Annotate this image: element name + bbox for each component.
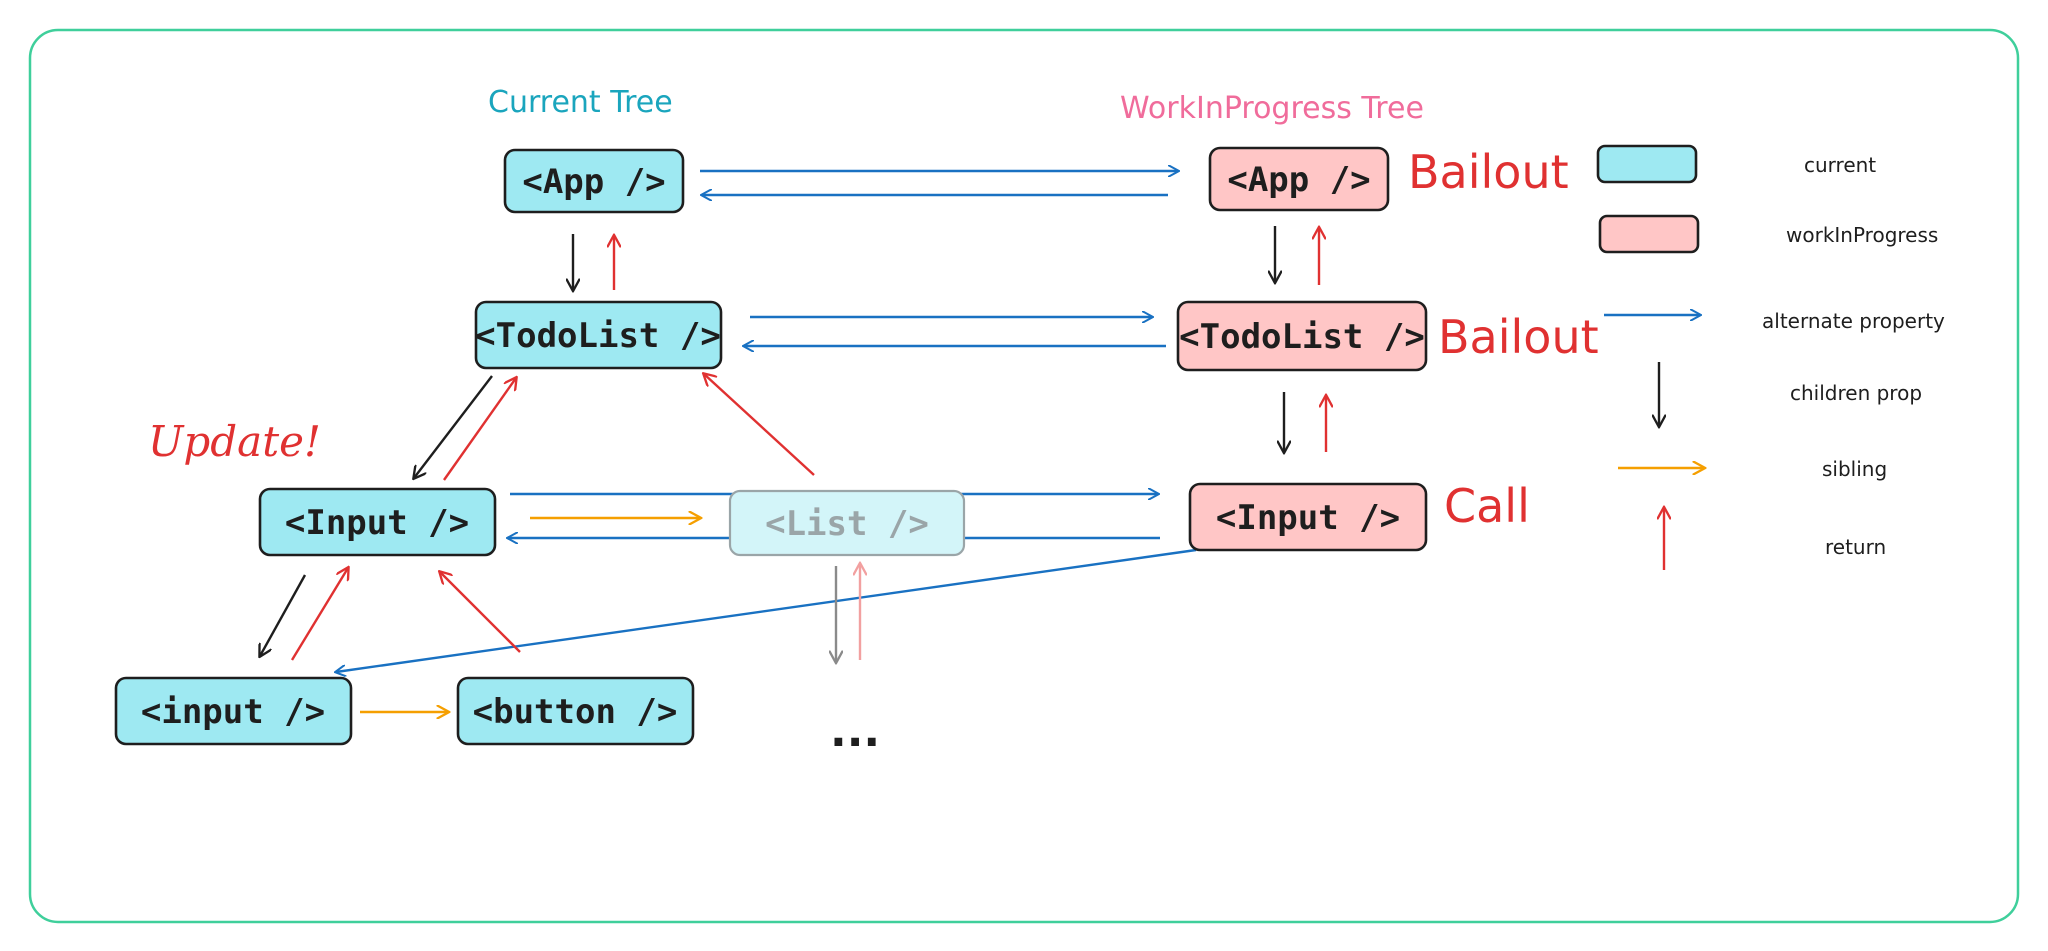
legend-current-label: current: [1804, 153, 1876, 177]
wip-tree-title: WorkInProgress Tree: [1120, 91, 1424, 126]
diagram-frame: [28, 28, 2020, 924]
legend-children-label: children prop: [1790, 381, 1922, 405]
current-todolist-label: <TodoList />: [475, 316, 721, 356]
legend-current-swatch: [1596, 144, 1698, 184]
current-app-label: <App />: [522, 162, 665, 202]
more-children-ellipsis: ...: [830, 706, 880, 757]
return-arrow-list-todolist: [704, 374, 815, 476]
alternate-arrow-wip-input-to-input-element: [336, 548, 1197, 672]
current-list-label: <List />: [765, 504, 929, 544]
legend-return-label: return: [1825, 535, 1886, 559]
current-tree-title: Current Tree: [488, 85, 673, 120]
current-todolist-node: <TodoList />: [474, 300, 723, 370]
current-input-element-node: <input />: [114, 676, 353, 746]
legend: current workInProgress alternate propert…: [1596, 144, 1945, 570]
wip-input-component-node: <Input />: [1188, 482, 1428, 552]
legend-alternate-label: alternate property: [1762, 309, 1945, 333]
status-input-call: Call: [1444, 479, 1530, 533]
current-list-node-ghost: <List />: [728, 489, 966, 557]
child-arrow-input-inputelement: [260, 574, 307, 656]
legend-sibling-label: sibling: [1822, 457, 1887, 481]
wip-todolist-node: <TodoList />: [1176, 300, 1428, 372]
current-input-element-label: <input />: [141, 692, 325, 732]
current-app-node: <App />: [503, 148, 685, 214]
current-input-component-label: <Input />: [285, 503, 469, 543]
wip-input-component-label: <Input />: [1216, 498, 1400, 538]
return-arrow-button-input: [440, 572, 521, 653]
wip-app-label: <App />: [1227, 160, 1370, 200]
status-todolist-bailout: Bailout: [1438, 310, 1599, 364]
return-arrow-inputelement-input: [290, 568, 348, 661]
legend-wip-label: workInProgress: [1786, 223, 1938, 247]
child-arrow-todolist-input: [414, 375, 493, 478]
legend-wip-swatch: [1598, 214, 1700, 254]
current-input-component-node: <Input />: [258, 487, 497, 557]
wip-todolist-label: <TodoList />: [1179, 317, 1425, 357]
current-button-node: <button />: [456, 676, 695, 746]
return-arrow-input-todolist: [443, 378, 516, 481]
wip-app-node: <App />: [1208, 146, 1390, 212]
status-update: Update!: [148, 417, 321, 466]
current-button-label: <button />: [473, 692, 678, 732]
status-app-bailout: Bailout: [1408, 145, 1569, 199]
